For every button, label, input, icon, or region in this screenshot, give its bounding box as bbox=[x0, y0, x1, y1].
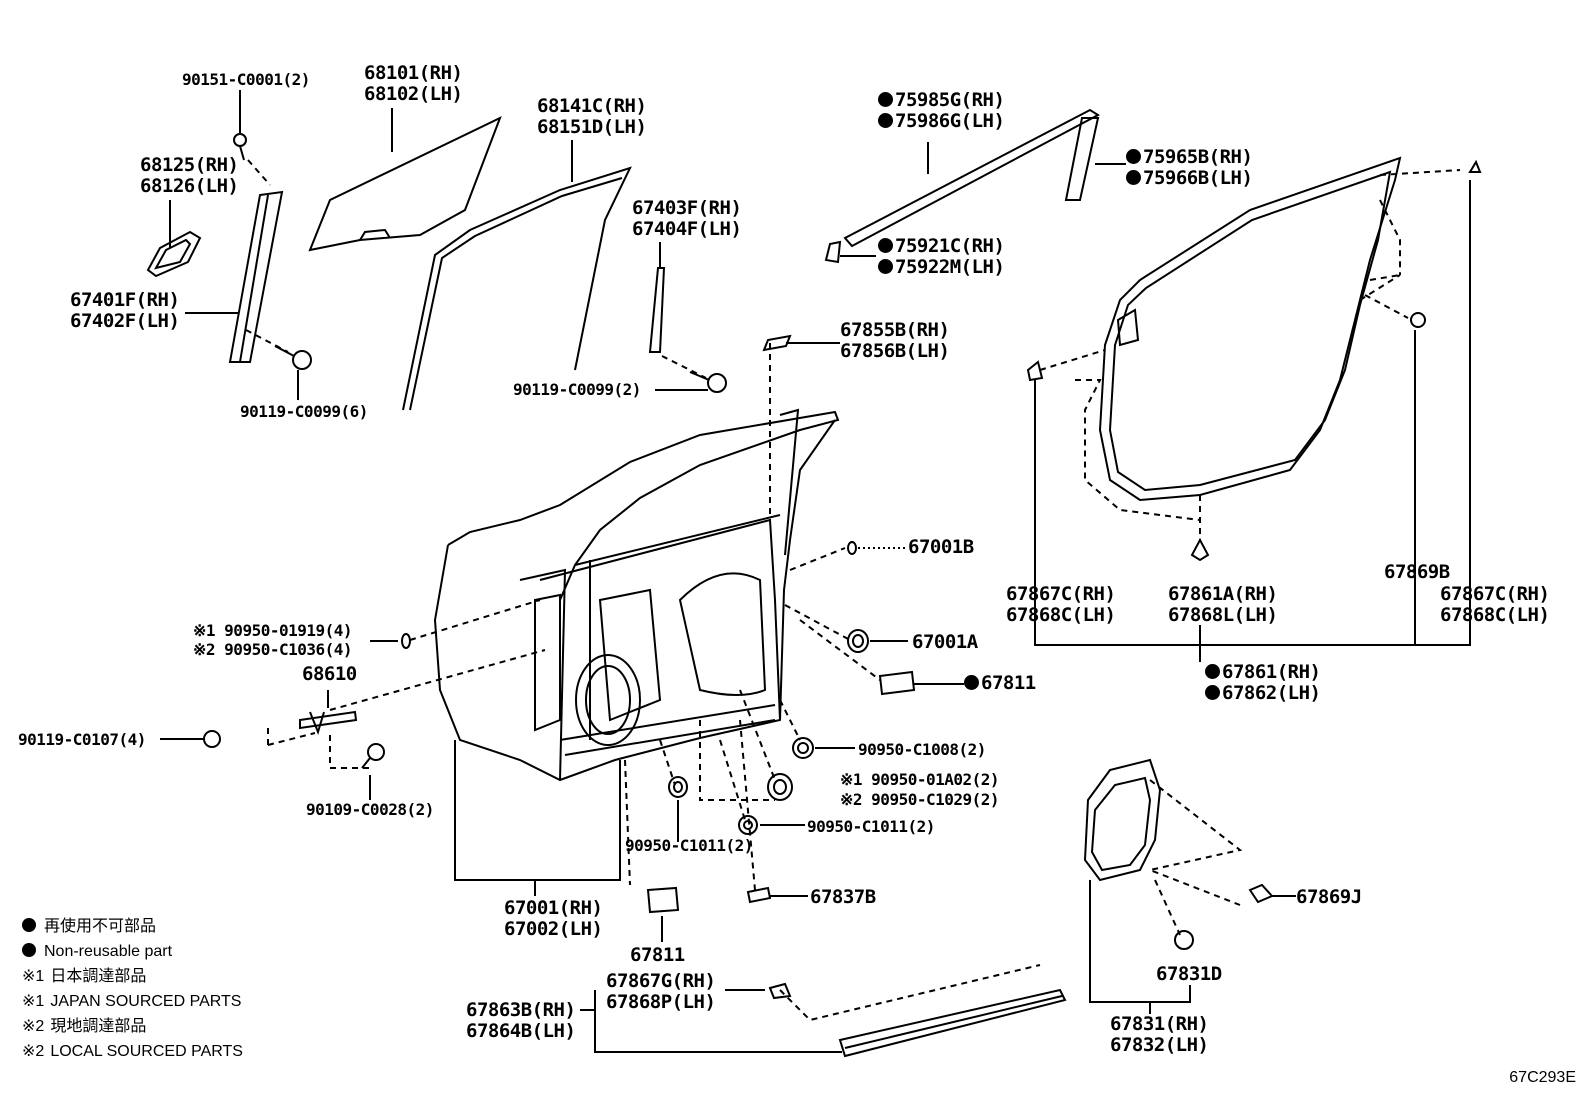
part-label: 67862(LH) bbox=[1205, 683, 1321, 704]
partition-sash bbox=[648, 267, 666, 353]
non-reusable-dot-icon bbox=[22, 943, 36, 957]
part-label: 75986G(LH) bbox=[878, 111, 1005, 132]
part-label: 67868L(LH) bbox=[1168, 604, 1278, 626]
non-reusable-dot-icon bbox=[878, 113, 893, 128]
service-hole-cover bbox=[1083, 758, 1162, 882]
part-label: 90151-C0001(2) bbox=[182, 70, 310, 89]
non-reusable-dot-icon bbox=[1205, 664, 1220, 679]
non-reusable-dot-icon bbox=[878, 238, 893, 253]
part-label: 67404F(LH) bbox=[632, 218, 742, 240]
legend-row: 再使用不可部品 bbox=[22, 914, 243, 939]
diagram-code: 67C293E bbox=[1509, 1069, 1576, 1086]
part-label: 67831D bbox=[1156, 963, 1222, 985]
part-label: 67869J bbox=[1296, 886, 1362, 908]
legend-row: Non-reusable part bbox=[22, 939, 243, 964]
glass-run bbox=[402, 166, 632, 411]
part-label: 67403F(RH) bbox=[632, 197, 742, 219]
door-panel bbox=[433, 408, 840, 782]
part-label: 67861A(RH) bbox=[1168, 583, 1278, 605]
part-label: 67869B bbox=[1384, 561, 1450, 583]
part-label: 67001B bbox=[908, 536, 974, 558]
part-label: ※1 90950-01A02(2) bbox=[840, 770, 1000, 789]
part-label: 67837B bbox=[810, 886, 876, 908]
part-label: 67001(RH) bbox=[504, 897, 603, 919]
part-label: 67831(RH) bbox=[1110, 1013, 1209, 1035]
part-label: 67868P(LH) bbox=[606, 991, 716, 1013]
part-label: 68125(RH) bbox=[140, 154, 239, 176]
part-label: 68151D(LH) bbox=[537, 116, 647, 138]
part-label: 90950-C1011(2) bbox=[625, 836, 753, 855]
non-reusable-dot-icon bbox=[878, 259, 893, 274]
part-label: ※2 90950-C1036(4) bbox=[193, 640, 353, 659]
part-label: 67811 bbox=[630, 944, 685, 966]
part-label: 67855B(RH) bbox=[840, 319, 950, 341]
door-glass bbox=[308, 116, 502, 252]
part-label: 67832(LH) bbox=[1110, 1034, 1209, 1056]
part-label: 68610 bbox=[302, 663, 357, 685]
sill-molding bbox=[838, 988, 1067, 1058]
non-reusable-dot-icon bbox=[22, 918, 36, 932]
part-label: 90119-C0099(2) bbox=[513, 380, 641, 399]
part-label: 90950-C1008(2) bbox=[858, 740, 986, 759]
part-label: 67864B(LH) bbox=[466, 1020, 576, 1042]
non-reusable-dot-icon bbox=[1205, 685, 1220, 700]
belt-molding bbox=[824, 108, 1100, 264]
rear-run-channel bbox=[228, 190, 284, 363]
part-label: 67867G(RH) bbox=[606, 970, 716, 992]
part-label: 67002(LH) bbox=[504, 918, 603, 940]
part-label: 67867C(RH) bbox=[1440, 583, 1550, 605]
part-label: 75966B(LH) bbox=[1126, 168, 1253, 189]
part-label: 67811 bbox=[964, 673, 1036, 694]
part-label: 67001A bbox=[912, 631, 978, 653]
part-label: 75922M(LH) bbox=[878, 257, 1005, 278]
part-label: 67868C(LH) bbox=[1440, 604, 1550, 626]
part-label: ※1 90950-01919(4) bbox=[193, 621, 353, 640]
part-label: 67402F(LH) bbox=[70, 310, 180, 332]
part-label: 68126(LH) bbox=[140, 175, 239, 197]
non-reusable-dot-icon bbox=[1126, 149, 1141, 164]
part-label: 67861(RH) bbox=[1205, 662, 1321, 683]
corner-cover bbox=[146, 230, 202, 278]
non-reusable-dot-icon bbox=[964, 675, 979, 690]
part-label: 90950-C1011(2) bbox=[807, 817, 935, 836]
door-weatherstrip bbox=[1098, 156, 1402, 502]
part-label: 75921C(RH) bbox=[878, 236, 1005, 257]
part-label: 90109-C0028(2) bbox=[306, 800, 434, 819]
part-label: 90119-C0099(6) bbox=[240, 402, 368, 421]
part-label: 75965B(RH) bbox=[1126, 147, 1253, 168]
non-reusable-dot-icon bbox=[878, 92, 893, 107]
part-label: 67867C(RH) bbox=[1006, 583, 1116, 605]
part-label: 75985G(RH) bbox=[878, 90, 1005, 111]
part-label: ※2 90950-C1029(2) bbox=[840, 790, 1000, 809]
part-label: 68141C(RH) bbox=[537, 95, 647, 117]
part-label: 67856B(LH) bbox=[840, 340, 950, 362]
non-reusable-dot-icon bbox=[1126, 170, 1141, 185]
part-label: 67863B(RH) bbox=[466, 999, 576, 1021]
part-label: 67401F(RH) bbox=[70, 289, 180, 311]
part-label: 67868C(LH) bbox=[1006, 604, 1116, 626]
part-label: 90119-C0107(4) bbox=[18, 730, 146, 749]
part-label: 68102(LH) bbox=[364, 83, 463, 105]
part-label: 68101(RH) bbox=[364, 62, 463, 84]
